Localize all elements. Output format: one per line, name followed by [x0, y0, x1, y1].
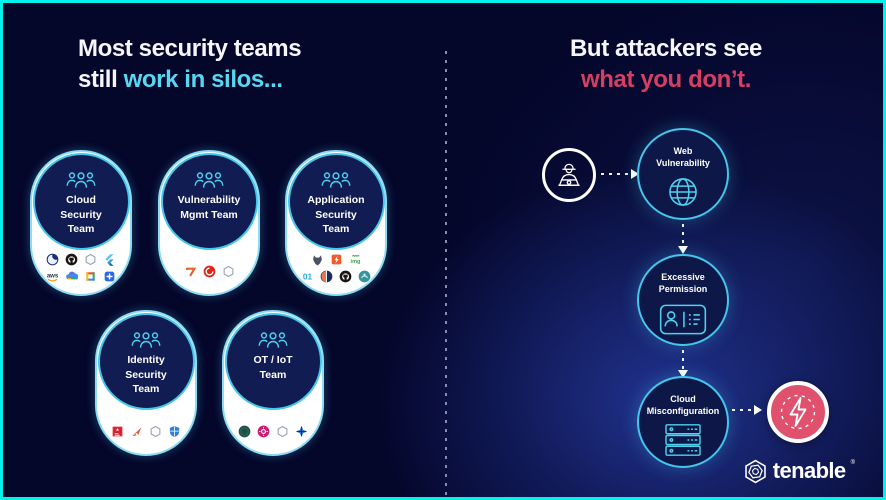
arrowhead-down-icon [678, 370, 688, 378]
logo-sailpoint-swoosh-icon [131, 427, 142, 436]
team-people-icon [66, 172, 96, 188]
registered-mark: ® [850, 460, 855, 466]
logo-ms-color-square-icon [86, 272, 95, 281]
attacker-at-laptop-icon [558, 163, 580, 186]
logo-hexagon-outline-icon [277, 425, 288, 438]
right-title-line2: what you don’t. [581, 66, 751, 93]
left-title-line2-prefix: still [78, 66, 124, 93]
svg-text:01: 01 [303, 272, 313, 282]
attacker-circle [542, 148, 596, 202]
tenable-hexagon-icon [744, 459, 766, 483]
tenable-logo: tenable ® [743, 458, 855, 484]
logo-cyberark-red-square-icon [112, 426, 123, 437]
panel-divider [445, 51, 447, 495]
server-rack-icon [665, 424, 701, 456]
logo-orange-navy-circle-icon [320, 270, 333, 283]
logo-claroty-pink-circle-icon [257, 425, 270, 438]
logo-google-cloud-icon [66, 271, 78, 280]
logo-lightning-square-icon [331, 254, 341, 265]
logo-github-icon [339, 270, 352, 283]
connector-attacker-to-web [601, 173, 631, 175]
team-people-icon [321, 172, 351, 188]
team-logos: aws [32, 253, 130, 283]
breach-burst-circle [767, 381, 829, 443]
connector-cloud-to-breach [732, 409, 754, 411]
arrowhead-right-icon [631, 169, 639, 179]
svg-text:img: img [350, 259, 360, 265]
right-title-line1: But attackers see [570, 35, 762, 62]
svg-text:aws: aws [47, 273, 59, 279]
logo-rapid7-icon [185, 267, 196, 277]
left-title-line1: Most security teams [78, 35, 302, 62]
logo-hexagon-outline-icon [150, 425, 161, 438]
arrowhead-right-icon [754, 405, 762, 415]
logo-img-green-icon: img [350, 254, 361, 265]
logo-blue-shield-icon [169, 426, 180, 437]
right-title: But attackers see what you don’t. [446, 33, 883, 95]
id-card-icon [659, 304, 707, 335]
connector-web-to-permission [682, 224, 684, 246]
logo-hexagon-outline-icon [223, 265, 233, 278]
logo-plus-square-icon [104, 271, 115, 282]
logo-hexagon-outline-icon [85, 253, 96, 266]
logo-zero-one-blue-icon: 01 [303, 272, 313, 282]
left-title: Most security teams still work in silos.… [78, 33, 302, 95]
lightning-burst-icon [780, 394, 816, 430]
team-logos [97, 425, 195, 438]
team-logos: img 01 [287, 253, 385, 283]
logo-teal-circle-icon [358, 270, 371, 283]
logo-github-icon [65, 253, 78, 266]
connector-permission-to-cloud [682, 350, 684, 370]
team-people-icon [131, 332, 161, 348]
globe-icon [669, 178, 697, 206]
logo-dark-green-circle-icon [238, 425, 251, 438]
team-logos [224, 425, 322, 438]
logo-qualys-red-circle-icon [203, 265, 215, 278]
team-logos [160, 265, 258, 278]
logo-flutter-blue-icon [105, 254, 114, 266]
logo-wolf-head-icon [312, 255, 322, 266]
logo-aws-icon: aws [47, 273, 59, 282]
logo-orca-circle-icon [46, 253, 59, 266]
logo-blue-snowflake-icon [295, 425, 308, 438]
left-title-line2-accent: work in silos... [123, 66, 283, 93]
tenable-wordmark: tenable [772, 458, 846, 483]
team-people-icon [258, 332, 288, 348]
arrowhead-down-icon [678, 246, 688, 254]
team-people-icon [194, 172, 224, 188]
